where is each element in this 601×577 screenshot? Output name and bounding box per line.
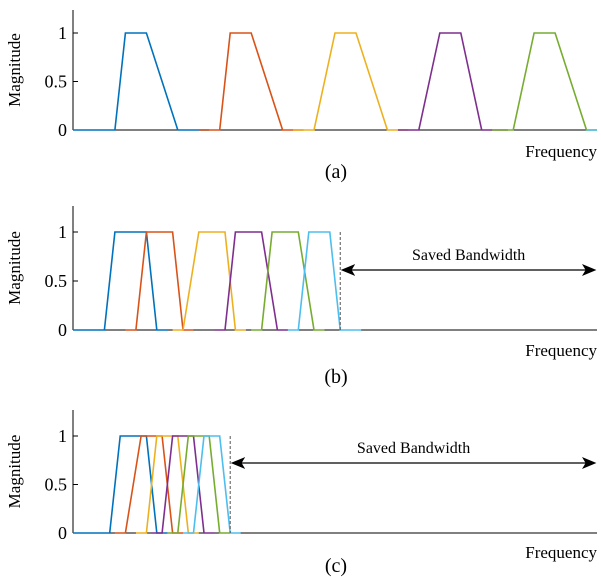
y-tick-label: 1 [58, 23, 67, 43]
y-tick-label: 0.5 [45, 72, 68, 92]
series-line-1 [73, 435, 168, 534]
y-tick-label: 0 [58, 120, 67, 140]
series-line-4 [397, 32, 508, 131]
series-line-2 [198, 32, 304, 131]
saved-bandwidth-label: Saved Bandwidth [412, 247, 525, 264]
y-tick-label: 1 [58, 426, 67, 446]
y-axis-label: Magnitude [5, 33, 24, 107]
y-axis-label: Magnitude [5, 231, 24, 305]
y-tick-label: 0.5 [45, 475, 68, 495]
y-tick-label: 0 [58, 320, 67, 340]
y-tick-label: 1 [58, 222, 67, 242]
y-tick-label: 0 [58, 523, 67, 543]
series-line-1 [73, 231, 168, 331]
x-axis-label: Frequency [525, 543, 597, 562]
series-line-6 [287, 231, 362, 331]
x-axis-label: Frequency [525, 142, 597, 161]
saved-bandwidth-label: Saved Bandwidth [357, 440, 470, 457]
y-tick-label: 0.5 [45, 271, 68, 291]
series-line-6 [586, 129, 597, 131]
series-line-5 [492, 32, 597, 131]
series-line-4 [151, 435, 215, 534]
panel-caption: (b) [324, 366, 347, 388]
series-line-5 [251, 231, 325, 331]
series-line-4 [214, 231, 288, 331]
series-line-3 [172, 231, 246, 331]
series-line-1 [73, 32, 210, 131]
series-line-6 [183, 435, 241, 534]
x-axis-label: Frequency [525, 341, 597, 360]
series-line-3 [293, 32, 409, 131]
panel-caption: (a) [325, 161, 347, 183]
series-line-2 [114, 435, 183, 534]
panel-caption: (c) [325, 555, 347, 577]
series-line-2 [125, 231, 194, 331]
series-line-5 [167, 435, 231, 534]
y-axis-label: Magnitude [5, 435, 24, 509]
